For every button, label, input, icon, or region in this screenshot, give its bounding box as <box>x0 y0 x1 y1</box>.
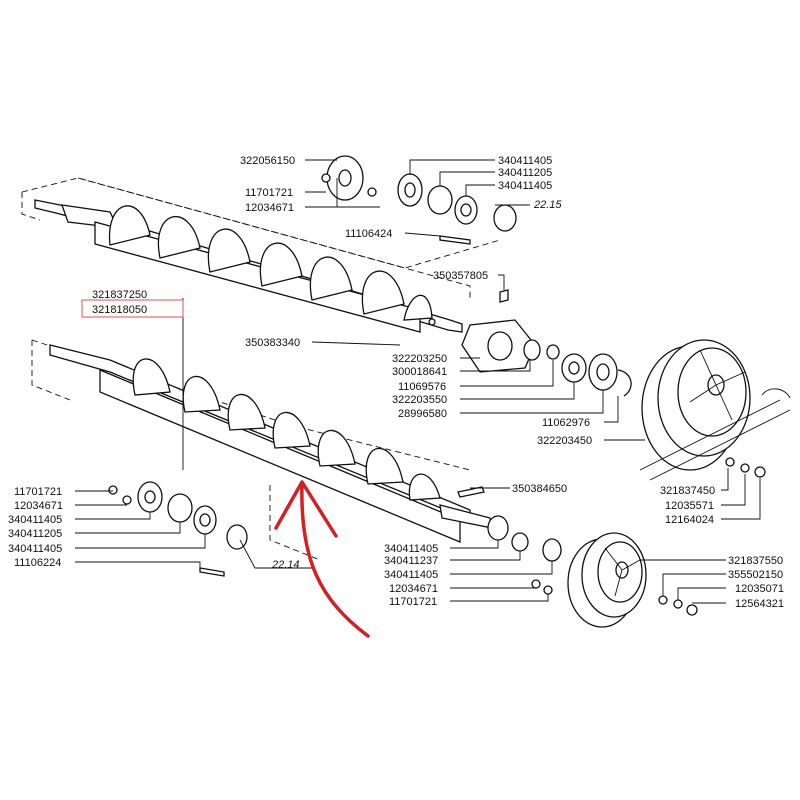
label-12034671-left: 12034671 <box>14 500 63 512</box>
label-11701721-bot: 11701721 <box>389 596 437 608</box>
label-350357805: 350357805 <box>433 270 488 282</box>
large-pulley-upper <box>639 339 791 481</box>
label-28996580: 28996580 <box>398 408 447 420</box>
red-annotation-arrow <box>274 480 370 638</box>
bearing-housing-group <box>461 289 632 397</box>
label-321818050: 321818050 <box>92 304 147 316</box>
lower-bearing-group <box>457 457 766 616</box>
label-321837450: 321837450 <box>660 485 715 497</box>
part-labels: 322056150 11701721 12034671 340411405 34… <box>8 155 784 610</box>
highlight-box <box>81 299 184 318</box>
label-340411405-b: 340411405 <box>498 180 552 192</box>
top-bearing-group <box>321 155 517 245</box>
label-12035071: 12035071 <box>735 583 784 595</box>
label-11062976: 11062976 <box>542 417 590 429</box>
label-300018641: 300018641 <box>392 366 447 378</box>
label-12035571: 12035571 <box>665 500 714 512</box>
label-12034671-bot: 12034671 <box>389 583 438 595</box>
label-350383340: 350383340 <box>245 337 300 349</box>
label-11106224: 11106224 <box>14 557 61 569</box>
label-12564321: 12564321 <box>735 598 784 610</box>
lower-auger-screw <box>49 344 493 543</box>
label-321837550: 321837550 <box>728 555 783 567</box>
label-350384650: 350384650 <box>512 483 567 495</box>
small-pulley-lower <box>567 532 647 628</box>
label-340411405-f: 340411405 <box>384 569 438 581</box>
left-bearing-group <box>108 481 248 577</box>
label-340411237: 340411237 <box>384 555 438 567</box>
label-12164024: 12164024 <box>665 514 714 526</box>
label-11701721-top: 11701721 <box>245 187 293 199</box>
label-322056150: 322056150 <box>240 155 295 167</box>
label-340411405-e: 340411405 <box>384 543 438 555</box>
label-11701721-left: 11701721 <box>14 486 62 498</box>
label-340411405-a: 340411405 <box>498 155 552 167</box>
label-11069576: 11069576 <box>398 381 446 393</box>
leader-lines <box>75 159 761 604</box>
label-340411205-a: 340411205 <box>498 167 552 179</box>
label-340411405-c: 340411405 <box>8 514 62 526</box>
label-322203550: 322203550 <box>392 394 447 406</box>
label-322203250: 322203250 <box>392 353 447 365</box>
label-12034671-top: 12034671 <box>245 202 294 214</box>
ref-22-14: 22.14 <box>271 559 300 571</box>
label-340411405-d: 340411405 <box>8 543 62 555</box>
label-321837250: 321837250 <box>92 289 147 301</box>
label-11106424: 11106424 <box>345 228 392 240</box>
dashed-enclosure-top <box>21 177 501 300</box>
label-322203450: 322203450 <box>537 435 592 447</box>
label-340411205-b: 340411205 <box>8 528 62 540</box>
label-355502150: 355502150 <box>728 569 783 581</box>
ref-22-15: 22.15 <box>533 199 562 211</box>
upper-auger-screw <box>34 199 463 333</box>
